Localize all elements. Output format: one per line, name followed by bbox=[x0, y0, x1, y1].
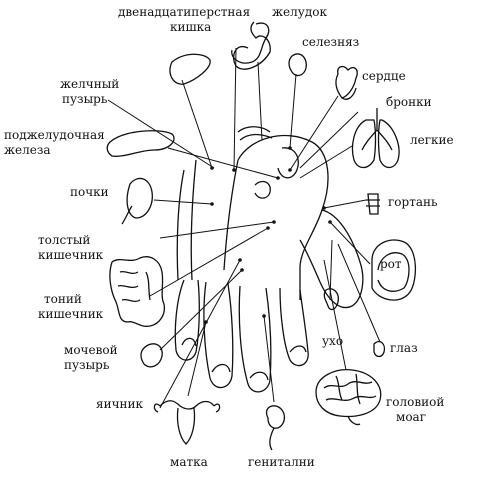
label-spleen: селезняз bbox=[302, 35, 359, 49]
ear-shape bbox=[323, 288, 339, 311]
heart-shape bbox=[335, 65, 358, 99]
label-lungs: легкие bbox=[410, 133, 454, 147]
label-duodenum-line2: кишка bbox=[170, 20, 211, 34]
kidney-shape bbox=[126, 177, 153, 219]
label-pancreas-line2: железа bbox=[4, 143, 51, 157]
label-large-intestine-line1: толстый bbox=[38, 233, 90, 247]
pancreas-shape bbox=[106, 130, 175, 157]
label-ear: ухо bbox=[322, 334, 343, 348]
label-small-intestine-line1: тоний bbox=[44, 292, 82, 306]
leader-lines bbox=[107, 47, 381, 409]
label-heart: сердце bbox=[362, 69, 406, 83]
label-gallbladder-line2: пузырь bbox=[62, 92, 108, 106]
label-duodenum-line1: двенадцатиперстная bbox=[118, 5, 250, 19]
label-small-intestine-line2: кишечник bbox=[38, 307, 104, 321]
label-large-intestine-line2: кишечник bbox=[38, 248, 104, 262]
genitals-shape bbox=[265, 405, 286, 429]
label-eye: глаз bbox=[390, 341, 418, 355]
spleen-shape bbox=[288, 53, 307, 77]
label-pancreas-line1: поджелудочная bbox=[4, 128, 105, 142]
label-bronchi: бронки bbox=[386, 95, 432, 109]
label-ovary: яичник bbox=[96, 397, 143, 411]
label-brain-line2: моаг bbox=[396, 410, 426, 424]
label-uterus: матка bbox=[170, 455, 208, 469]
stomach-shape bbox=[231, 22, 270, 64]
leader-dots bbox=[204, 146, 332, 324]
label-stomach: желудок bbox=[272, 5, 327, 19]
bladder-shape bbox=[140, 343, 163, 368]
label-bladder-line2: пузырь bbox=[64, 358, 110, 372]
label-kidneys: почки bbox=[70, 185, 109, 199]
lungs-shape bbox=[351, 108, 400, 169]
gallbladder-shape bbox=[169, 53, 211, 85]
brain-shape bbox=[315, 369, 382, 426]
larynx-shape bbox=[366, 193, 380, 215]
label-gallbladder-line1: желчный bbox=[60, 77, 119, 91]
label-mouth: рот bbox=[380, 257, 402, 271]
label-bladder-line1: мочевой bbox=[64, 343, 118, 357]
label-brain-line1: головиой bbox=[386, 395, 444, 409]
label-genitals: генитални bbox=[248, 455, 315, 469]
mouth-shape bbox=[371, 239, 416, 301]
labels: двенадцатиперстная кишка желудок селезня… bbox=[4, 5, 454, 469]
label-larynx: гортань bbox=[388, 195, 438, 209]
hand-outline bbox=[174, 126, 364, 393]
uterus-shape bbox=[153, 400, 221, 445]
eye-shape bbox=[373, 340, 386, 358]
large-intestine-shape bbox=[109, 256, 166, 327]
